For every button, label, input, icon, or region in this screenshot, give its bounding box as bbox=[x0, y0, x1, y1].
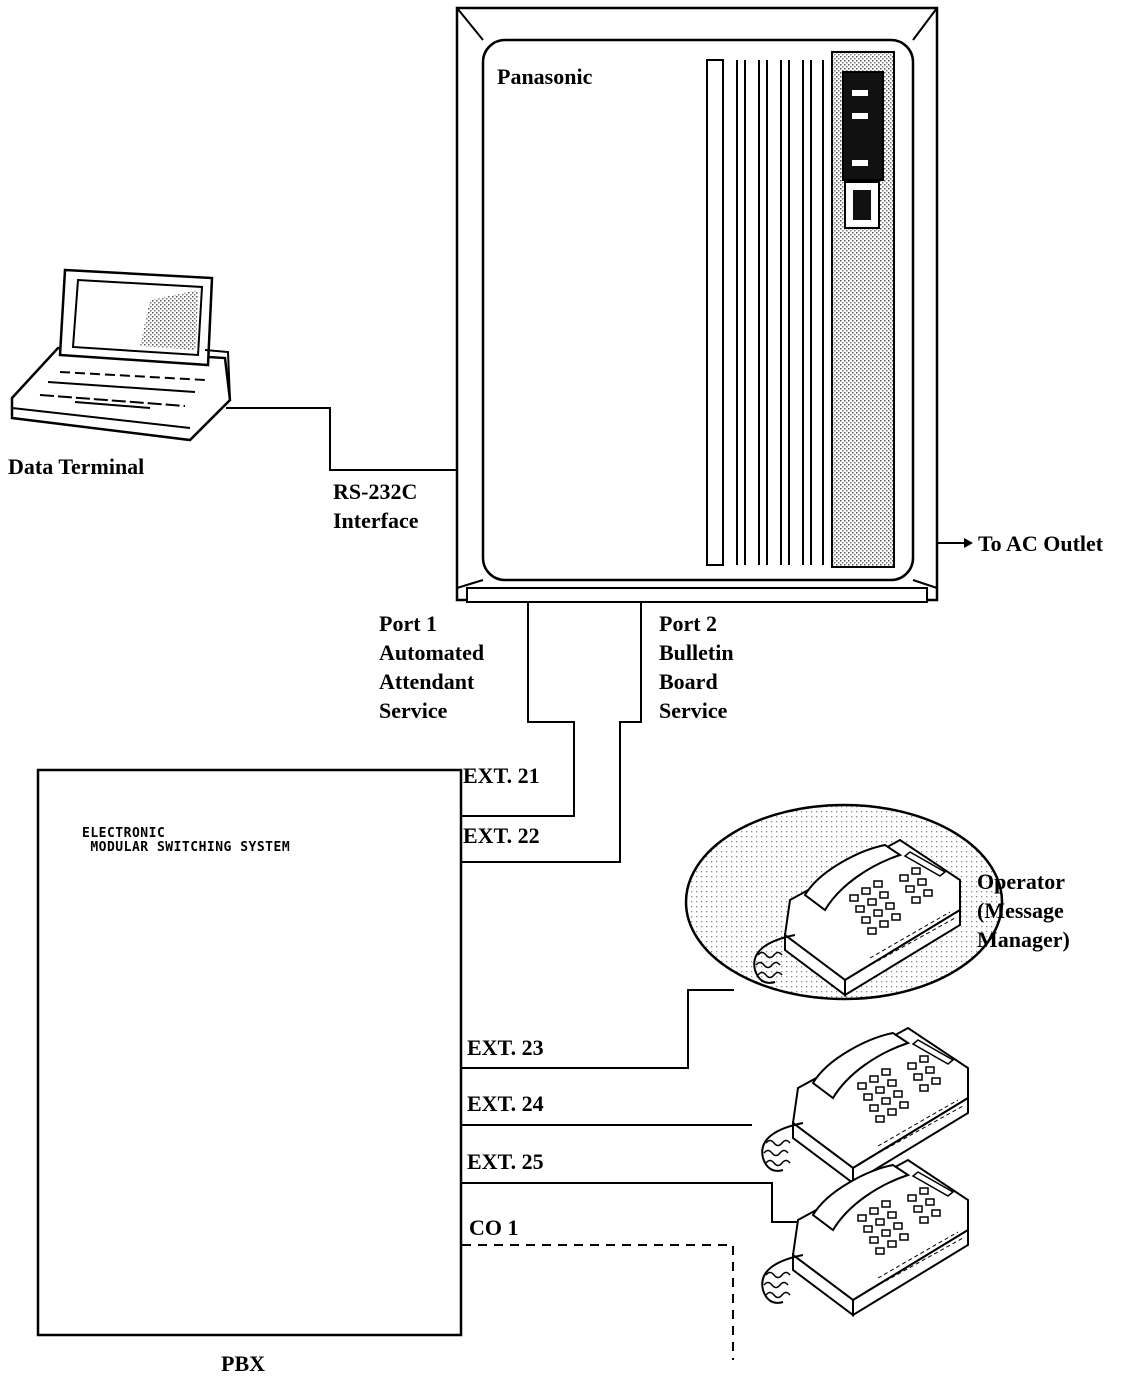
interface-label: Interface bbox=[333, 506, 419, 535]
data-terminal-label: Data Terminal bbox=[8, 452, 144, 481]
ext-23-label: EXT. 23 bbox=[467, 1033, 544, 1062]
operator-label-line1: Operator bbox=[977, 867, 1065, 896]
ext-24-label: EXT. 24 bbox=[467, 1089, 544, 1118]
ext24-phone-icon bbox=[762, 1028, 968, 1183]
data-terminal-laptop bbox=[12, 270, 230, 440]
vps-cabinet bbox=[457, 8, 937, 602]
co1-label: CO 1 bbox=[469, 1213, 519, 1242]
port2-line: Service bbox=[659, 696, 727, 725]
rs232c-label: RS-232C bbox=[333, 477, 417, 506]
port2-line: Port 2 bbox=[659, 609, 717, 638]
pbx-title-line1: ELECTRONIC bbox=[82, 827, 165, 841]
port1-line: Port 1 bbox=[379, 609, 437, 638]
brand-label: Panasonic bbox=[497, 62, 592, 91]
pbx-label: PBX bbox=[221, 1349, 265, 1378]
operator-label-line2: (Message bbox=[977, 896, 1064, 925]
port1-line: Attendant bbox=[379, 667, 474, 696]
power-arrow bbox=[938, 538, 973, 548]
port2-line: Board bbox=[659, 667, 718, 696]
operator-label-line3: Manager) bbox=[977, 925, 1070, 954]
ext-21-label: EXT. 21 bbox=[463, 761, 540, 790]
ext-22-label: EXT. 22 bbox=[463, 821, 540, 850]
ext-25-label: EXT. 25 bbox=[467, 1147, 544, 1176]
rs232c-cable bbox=[226, 408, 456, 470]
pbx-title-line2: MODULAR SWITCHING SYSTEM bbox=[82, 841, 290, 855]
port2-line: Bulletin bbox=[659, 638, 734, 667]
ext25-phone-icon bbox=[762, 1160, 968, 1315]
ac-outlet-label: To AC Outlet bbox=[978, 529, 1103, 558]
port1-line: Automated bbox=[379, 638, 484, 667]
port1-line: Service bbox=[379, 696, 447, 725]
co1-line bbox=[462, 1245, 733, 1360]
